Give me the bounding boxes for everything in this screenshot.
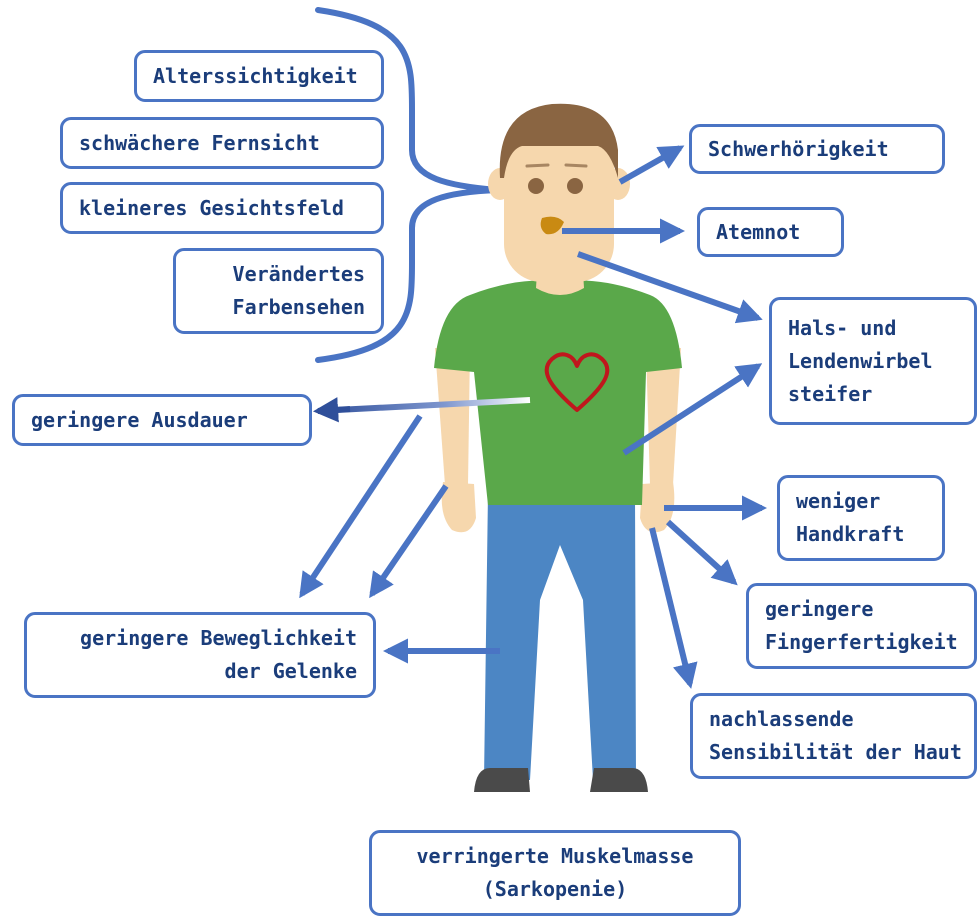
arrow-fingerfertigkeit — [665, 519, 738, 586]
label-handkraft-line2: Handkraft — [796, 522, 905, 546]
arrow-sensibilitaet — [649, 527, 698, 689]
arrow-ausdauer-line — [317, 397, 531, 414]
label-fingerfertigkeit-line1: geringere — [765, 597, 874, 621]
brace-lower — [315, 187, 501, 363]
label-wirbel: Hals- und Lendenwirbel steifer — [769, 297, 977, 425]
left-shoe — [474, 768, 530, 792]
label-schwerhoerigkeit-text: Schwerhörigkeit — [708, 136, 889, 161]
arrow-wirbel-neck — [576, 251, 763, 324]
label-muskelmasse-line2: (Sarkopenie) — [482, 877, 628, 901]
right-eye — [567, 178, 583, 194]
label-handkraft: weniger Handkraft — [777, 475, 945, 561]
right-hand — [640, 482, 675, 533]
brace-upper — [315, 7, 501, 193]
label-fingerfertigkeit-line2: Fingerfertigkeit — [765, 630, 958, 654]
face — [504, 112, 614, 282]
label-farbensehen-line2: Farbensehen — [232, 295, 365, 319]
label-sensibilitaet-line1: nachlassende — [709, 707, 854, 731]
left-eye — [528, 178, 544, 194]
label-beweglichkeit: geringere Beweglichkeit der Gelenke — [24, 612, 376, 698]
label-beweglichkeit-line1: geringere Beweglichkeit — [80, 626, 357, 650]
label-farbensehen: Verändertes Farbensehen — [173, 248, 384, 334]
label-atemnot-text: Atemnot — [716, 219, 801, 244]
arrow-beweglichkeit-elbow — [369, 484, 449, 599]
label-fernsicht-text: schwächere Fernsicht — [79, 130, 320, 155]
label-farbensehen-line1: Verändertes — [232, 262, 365, 286]
label-gesichtsfeld: kleineres Gesichtsfeld — [60, 182, 384, 234]
label-atemnot: Atemnot — [697, 207, 844, 257]
label-beweglichkeit-line2: der Gelenke — [224, 659, 357, 683]
label-schwerhoerigkeit: Schwerhörigkeit — [689, 124, 945, 174]
label-handkraft-line1: weniger — [796, 489, 881, 513]
label-muskelmasse-line1: verringerte Muskelmasse — [416, 844, 694, 868]
arrow-schwerhoerigkeit — [618, 145, 685, 185]
label-gesichtsfeld-text: kleineres Gesichtsfeld — [79, 195, 344, 220]
pants — [484, 492, 636, 780]
label-wirbel-line2: Lendenwirbel — [788, 348, 933, 373]
label-ausdauer: geringere Ausdauer — [12, 394, 312, 446]
label-alterssichtigkeit-text: Alterssichtigkeit — [153, 63, 358, 88]
label-wirbel-line3: steifer — [788, 381, 873, 406]
left-hand — [441, 482, 476, 533]
label-sensibilitaet: nachlassende Sensibilität der Haut — [690, 693, 977, 779]
label-muskelmasse: verringerte Muskelmasse (Sarkopenie) — [369, 830, 741, 916]
label-fernsicht: schwächere Fernsicht — [60, 117, 384, 169]
left-ear — [488, 168, 512, 200]
label-sensibilitaet-line2: Sensibilität der Haut — [709, 740, 962, 764]
arrow-ausdauer-head — [312, 397, 351, 423]
label-ausdauer-text: geringere Ausdauer — [31, 407, 248, 432]
right-arm — [646, 348, 681, 485]
hair — [499, 103, 618, 178]
arrow-wirbel-back — [622, 363, 763, 456]
label-alterssichtigkeit: Alterssichtigkeit — [134, 50, 384, 102]
label-fingerfertigkeit: geringere Fingerfertigkeit — [746, 583, 977, 669]
right-ear — [606, 168, 630, 200]
mouth — [540, 216, 564, 235]
arrow-beweglichkeit-shoulder — [299, 414, 423, 599]
heart-icon — [544, 352, 610, 412]
label-wirbel-line1: Hals- und — [788, 315, 897, 340]
right-shoe — [590, 768, 648, 792]
left-arm — [435, 348, 470, 485]
